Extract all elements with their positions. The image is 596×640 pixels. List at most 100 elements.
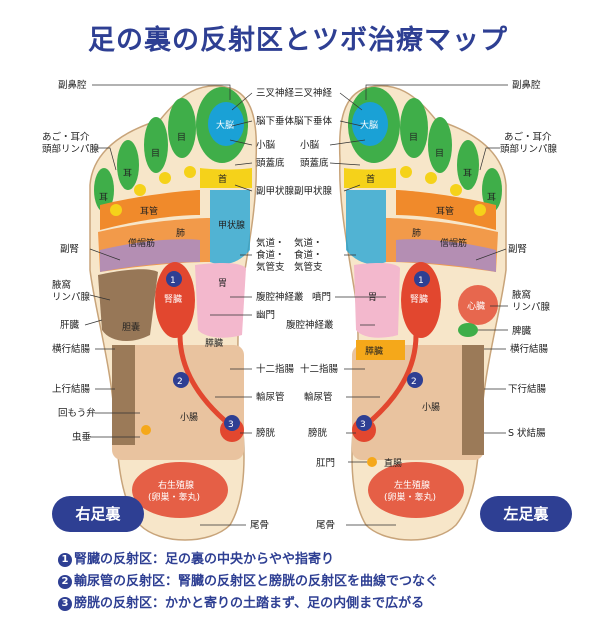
ear2-label-right: 耳: [99, 192, 108, 203]
eye-dot-left: [425, 172, 437, 184]
label-duodenum-r: 十二指腸: [256, 363, 295, 375]
label-lymph-head-l: 頭部リンパ腺: [500, 143, 558, 155]
anus-dot: [367, 457, 377, 467]
label-axillary-l: 腋窩: [512, 289, 531, 301]
toe-2: [168, 98, 196, 158]
label-coccyx-l: 尾骨: [316, 520, 335, 531]
gonad-label-right: 右生殖腺: [158, 479, 194, 491]
legend-text-2: 輸尿管の反射区：腎臓の反射区と膀胱の反射区を曲線でつなぐ: [74, 574, 439, 589]
toe-5-l: [482, 168, 502, 212]
pancreas-area-l: [356, 340, 405, 360]
label-axillary-r: 腋窩: [52, 279, 71, 291]
appendix-dot: [141, 425, 151, 435]
legend-text-1: 腎臓の反射区：足の裏の中央からやや指寄り: [74, 552, 335, 567]
label-ureter-r: 輸尿管: [256, 391, 285, 403]
ear-dot2-left: [450, 184, 462, 196]
legend-num-1: 1: [58, 553, 72, 567]
leader-lines: [84, 84, 508, 526]
trapezius-area: [100, 239, 200, 272]
neck-label-right: 首: [218, 173, 227, 185]
toe-5: [94, 168, 114, 212]
legend-num-2: 2: [58, 575, 72, 589]
label-adrenal-r: 副腎: [60, 244, 80, 255]
small-intestine-label-right: 小腸: [180, 412, 198, 423]
eye-label-right: 目: [177, 132, 186, 143]
eye2-label-left: 目: [435, 148, 444, 159]
stomach-label-left: 胃: [368, 292, 377, 303]
gonad-sub-left: (卵巣・睾丸): [384, 491, 436, 503]
label-parathyroid-l: 副甲状腺: [294, 185, 333, 197]
label-spleen-l: 脾臓: [512, 325, 532, 337]
neck-band-l: [344, 168, 396, 188]
pancreas-label-left: 膵臓: [365, 346, 383, 357]
eye-dot2-right: [184, 166, 196, 178]
ear-tube-band: [100, 190, 200, 230]
kidney-label-right: 腎臓: [164, 294, 182, 305]
thyroid-area: [210, 190, 250, 265]
label-temporal-l: 頭蓋底: [300, 157, 329, 169]
brain-area: [208, 102, 244, 146]
marker-3-left: [356, 415, 372, 431]
label-liver-r: 肝臓: [60, 320, 80, 331]
eye2-label-right: 目: [151, 148, 160, 159]
ureter-line: [177, 334, 232, 427]
marker-1-right: [166, 271, 182, 287]
neck-band: [200, 168, 252, 188]
label-pylorus-r: 幽門: [256, 310, 275, 321]
brain-label-left: 大脳: [360, 119, 378, 131]
marker-3-right: [224, 415, 240, 431]
intestine-area-l: [352, 345, 484, 460]
marker-2-right: [173, 372, 189, 388]
stomach-area: [195, 263, 246, 338]
label-cerebellum-l: 小脳: [300, 139, 320, 151]
ear-dot-left: [474, 204, 486, 216]
label-trachea-l: 気道・: [294, 237, 323, 249]
label-axillary2-l: リンパ腺: [512, 301, 551, 313]
eye-label-left: 目: [409, 132, 418, 143]
badge-left-foot: 左足裏: [480, 496, 572, 532]
label-celiac-r: 腹腔神経叢: [256, 291, 304, 303]
marker-2-left: [407, 372, 423, 388]
toe-4: [117, 140, 139, 190]
ear-dot-right: [110, 204, 122, 216]
label-coccyx-r: 尾骨: [250, 520, 269, 531]
label-trigeminal-l: 三叉神経: [294, 87, 333, 99]
brain-area-l: [352, 102, 388, 146]
label-pituitary-r: 脳下垂体: [256, 115, 295, 127]
label-cecum-r: 回もう弁: [58, 407, 96, 419]
toe-4-l: [457, 140, 479, 190]
toe-3-l: [428, 117, 452, 173]
trapezius-label-right: 僧帽筋: [128, 237, 155, 249]
liver-area: [98, 269, 158, 342]
lung-label-right: 肺: [176, 228, 185, 239]
gonad-label-left: 左生殖腺: [394, 479, 430, 491]
stomach-area-l: [354, 263, 400, 338]
label-transverse-r: 横行結腸: [52, 343, 91, 355]
label-ascending-r: 上行結腸: [52, 383, 91, 395]
badge-right-foot: 右足裏: [52, 496, 144, 532]
label-sigmoid-l: S 状結腸: [508, 427, 546, 439]
legend-text-3: 膀胱の反射区：かかと寄りの土踏まず、足の内側まで広がる: [74, 596, 425, 611]
legend-num-3: 3: [58, 597, 72, 611]
eye-dot2-left: [400, 166, 412, 178]
ureter-line-l: [364, 334, 419, 427]
kidney-area-l: [401, 262, 441, 338]
spleen-area: [458, 323, 478, 337]
page-title: 足の裏の反射区とツボ治療マップ: [88, 25, 508, 56]
ear-dot2-right: [134, 184, 146, 196]
label-transverse-l: 横行結腸: [510, 343, 549, 355]
label-celiac-l: 腹腔神経叢: [286, 319, 334, 331]
label-duodenum-l: 十二指腸: [300, 363, 339, 375]
marker-3-text-right: 3: [228, 420, 234, 430]
ear-label-right: 耳: [123, 168, 132, 179]
ear-tube-label-right: 耳管: [140, 205, 158, 217]
toe-3: [144, 117, 168, 173]
marker-1-text-right: 1: [170, 276, 176, 286]
marker-1-text-left: 1: [418, 276, 424, 286]
ear2-label-left: 耳: [487, 192, 496, 203]
label-sinus-r: 副鼻腔: [58, 79, 87, 91]
kidney-label-left: 腎臓: [410, 294, 428, 305]
